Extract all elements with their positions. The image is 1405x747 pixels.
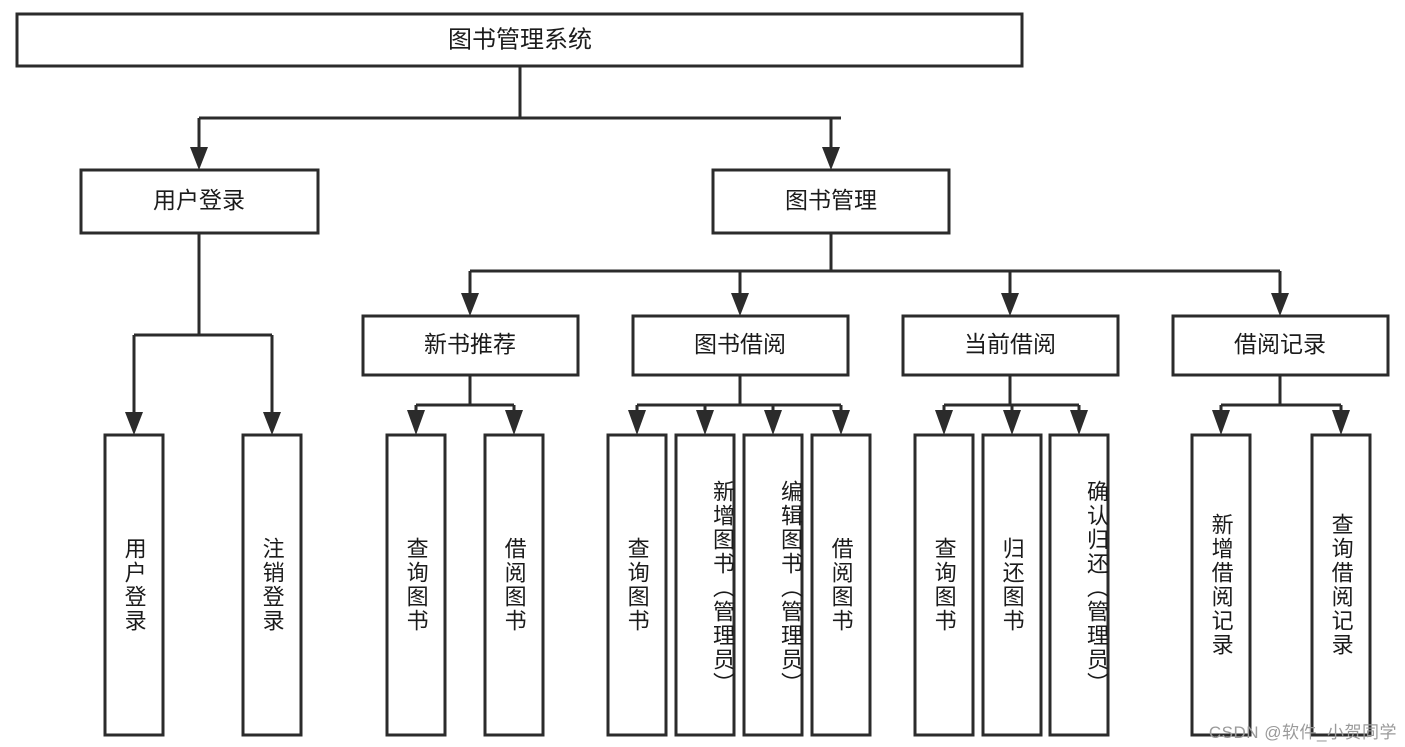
node-root-book-management-system[interactable] (15, 12, 1024, 68)
node-new-book-recommend-label: 新书推荐 (424, 331, 516, 357)
arrowhead-current-borrow (1001, 293, 1019, 316)
node-book-management[interactable] (711, 168, 951, 235)
node-root-label: 图书管理系统 (448, 26, 592, 53)
connector-layer (125, 66, 1350, 435)
node-leaf-book-borrow-edit[interactable] (742, 433, 804, 737)
node-leaf-current-borrow-return[interactable] (981, 433, 1043, 737)
arrowhead-leaf-new-book-2 (505, 410, 523, 435)
arrowhead-leaf-borrow-record-2 (1332, 410, 1350, 435)
arrowhead-user-login (190, 147, 208, 170)
arrowhead-borrow-record (1271, 293, 1289, 316)
arrowhead-leaf-book-borrow-3 (764, 410, 782, 435)
node-current-borrow-label: 当前借阅 (964, 331, 1056, 357)
node-borrow-record[interactable] (1171, 314, 1390, 377)
arrowhead-leaf-user-login-2 (263, 412, 281, 435)
node-user-login-label: 用户登录 (153, 187, 245, 213)
arrowhead-book-manage (822, 147, 840, 170)
arrowhead-leaf-book-borrow-1 (628, 410, 646, 435)
arrowhead-leaf-current-borrow-3 (1070, 410, 1088, 435)
node-leaf-book-borrow-borrow[interactable] (810, 433, 872, 737)
node-current-borrow[interactable] (901, 314, 1120, 377)
node-book-management-label: 图书管理 (785, 187, 877, 213)
arrowhead-leaf-borrow-record-1 (1212, 410, 1230, 435)
node-leaf-borrow-record-query[interactable] (1310, 433, 1372, 737)
arrowhead-leaf-current-borrow-2 (1003, 410, 1021, 435)
node-leaf-borrow-record-add[interactable] (1190, 433, 1252, 737)
node-leaf-book-borrow-add[interactable] (674, 433, 736, 737)
node-leaf-new-book-query[interactable] (385, 433, 447, 737)
node-leaf-current-borrow-confirm[interactable] (1048, 433, 1110, 737)
node-leaf-user-login-login[interactable] (103, 433, 165, 737)
arrowhead-new-book-recommend (461, 293, 479, 316)
node-book-borrow-label: 图书借阅 (694, 331, 786, 357)
arrowhead-leaf-current-borrow-1 (935, 410, 953, 435)
node-layer: 图书管理系统 用户登录 图书管理 新书推荐 图书借阅 当前借阅 借阅记录 (15, 12, 1390, 737)
arrowhead-leaf-book-borrow-2 (696, 410, 714, 435)
node-leaf-new-book-borrow[interactable] (483, 433, 545, 737)
arrowhead-leaf-book-borrow-4 (832, 410, 850, 435)
node-borrow-record-label: 借阅记录 (1234, 331, 1326, 357)
arrowhead-book-borrow (731, 293, 749, 316)
node-leaf-book-borrow-query[interactable] (606, 433, 668, 737)
arrowhead-leaf-user-login-1 (125, 412, 143, 435)
node-book-borrow[interactable] (631, 314, 850, 377)
node-leaf-current-borrow-query[interactable] (913, 433, 975, 737)
node-new-book-recommend[interactable] (361, 314, 580, 377)
csdn-watermark: CSDN @软件_小贺同学 (1208, 723, 1397, 742)
arrowhead-leaf-new-book-1 (407, 410, 425, 435)
node-leaf-user-login-logout[interactable] (241, 433, 303, 737)
node-user-login[interactable] (79, 168, 320, 235)
